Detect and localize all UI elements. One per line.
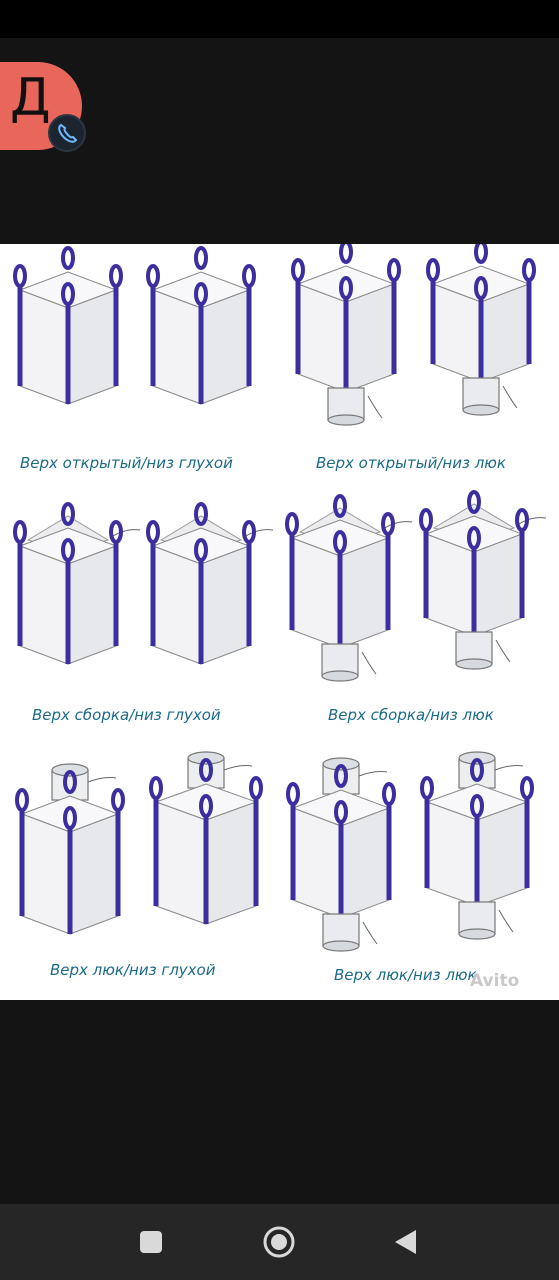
bag-hatch-closed-front xyxy=(15,763,125,935)
phone-call-icon[interactable] xyxy=(48,114,86,152)
caption-hatch-top-hatch-bottom: Верх люк/низ люк xyxy=(334,966,477,984)
bag-skirt-closed-front xyxy=(13,502,141,665)
bag-skirt-closed-side xyxy=(146,502,274,665)
bag-open-hatch-front xyxy=(291,244,401,426)
caption-open-top-hatch-bottom: Верх открытый/низ люк xyxy=(316,454,506,472)
big-bag-types-illustration xyxy=(13,244,547,952)
bag-hatch-hatch-side xyxy=(420,751,534,940)
bag-hatch-closed-side xyxy=(149,751,263,925)
bag-skirt-hatch-side xyxy=(419,490,547,670)
product-photo: Верх открытый/низ глухой Верх открытый/н… xyxy=(0,244,559,1000)
navigation-bar xyxy=(0,1204,559,1280)
bag-open-closed-front xyxy=(13,246,123,405)
bag-open-closed-side xyxy=(146,246,256,405)
caption-skirt-top-hatch-bottom: Верх сборка/низ люк xyxy=(328,706,494,724)
recents-square-icon[interactable] xyxy=(131,1222,171,1262)
caption-skirt-top-closed-bottom: Верх сборка/низ глухой xyxy=(32,706,221,724)
avatar[interactable]: Д xyxy=(0,62,82,150)
bag-open-hatch-side xyxy=(426,244,536,416)
caption-open-top-closed-bottom: Верх открытый/низ глухой xyxy=(20,454,233,472)
avatar-letter: Д xyxy=(10,68,51,128)
bag-skirt-hatch-front xyxy=(285,494,413,682)
home-circle-icon[interactable] xyxy=(259,1222,299,1262)
status-bar xyxy=(0,0,559,38)
caption-hatch-top-closed-bottom: Верх люк/низ глухой xyxy=(50,961,216,979)
back-triangle-icon[interactable] xyxy=(386,1222,426,1262)
bag-hatch-hatch-front xyxy=(286,757,396,952)
avito-watermark: Avito xyxy=(470,971,520,991)
